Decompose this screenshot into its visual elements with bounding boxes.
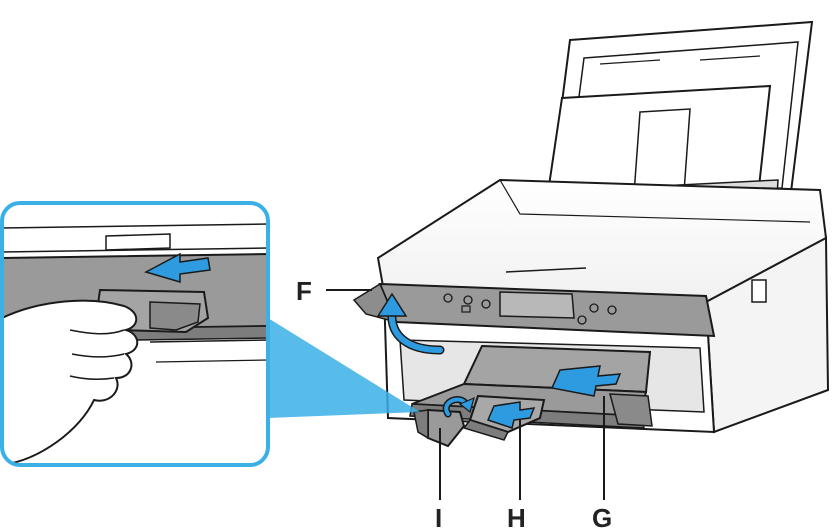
label-i: I	[435, 503, 442, 531]
zoom-projection	[268, 318, 420, 418]
arrow-left-icon	[486, 401, 536, 429]
leader-lines	[326, 289, 605, 500]
curved-arrow-up-icon	[376, 292, 445, 355]
arrow-left-icon	[550, 365, 622, 397]
label-h: H	[507, 503, 526, 531]
paper-output-support	[413, 408, 466, 448]
arrow-left-icon	[144, 252, 211, 284]
rotate-arrow-icon	[442, 396, 475, 418]
label-f: F	[296, 276, 312, 306]
zoom-inset	[0, 201, 270, 467]
label-g: G	[592, 503, 612, 531]
